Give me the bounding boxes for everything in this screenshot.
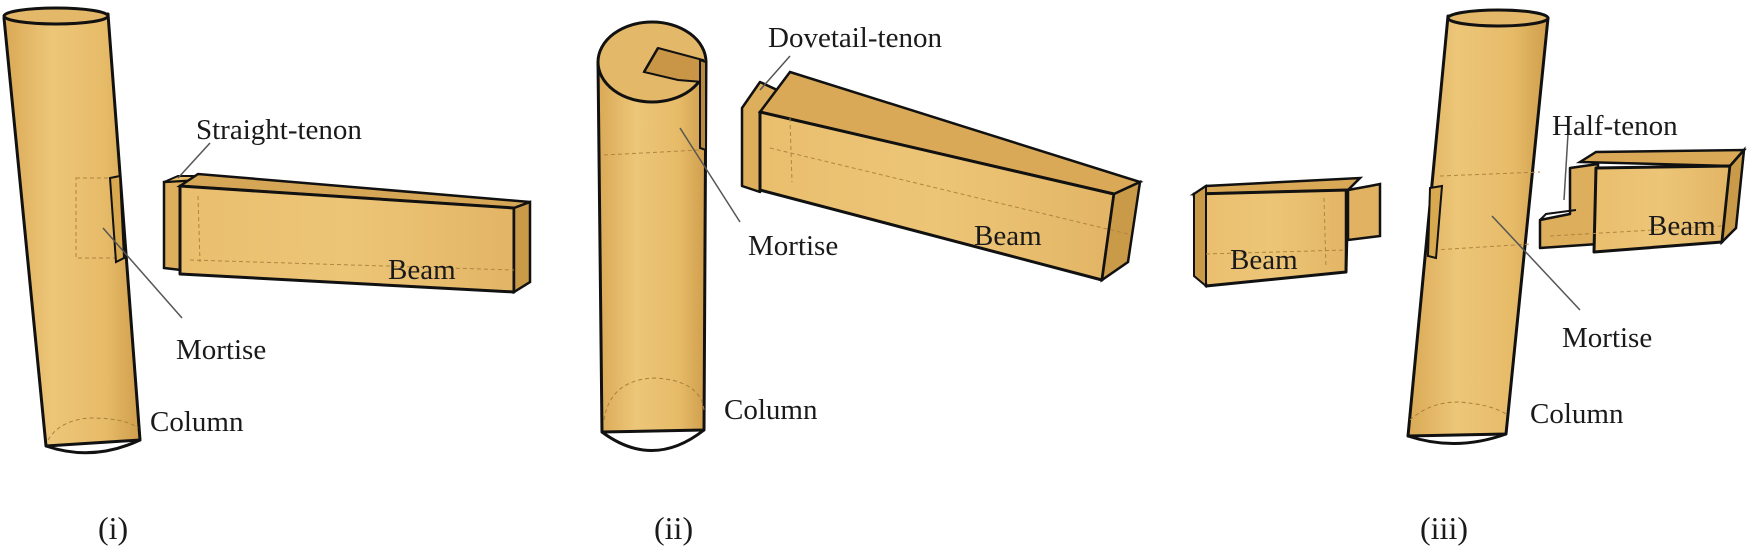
beam-label-3-right: Beam bbox=[1648, 210, 1716, 242]
panel-caption-1: (i) bbox=[98, 510, 129, 546]
column-3-shape bbox=[1406, 8, 1550, 446]
mortise-3-leader-line bbox=[1491, 215, 1581, 311]
beam-label-2: Beam bbox=[974, 220, 1042, 252]
mortise-label-3: Mortise bbox=[1562, 322, 1653, 354]
beam-3-left-shape bbox=[1189, 176, 1382, 289]
mortise-label-1: Mortise bbox=[176, 334, 267, 366]
beam-1-shape bbox=[162, 172, 532, 295]
panel-caption-3: (iii) bbox=[1420, 510, 1468, 546]
panel-3-drawing bbox=[1189, 8, 1747, 446]
column-label-2: Column bbox=[724, 394, 818, 426]
column-1-shape bbox=[2, 6, 142, 455]
mortise-2-leader-line bbox=[679, 127, 741, 223]
column-label-3: Column bbox=[1530, 398, 1624, 430]
beam-label-1: Beam bbox=[388, 254, 456, 286]
column-2-shape bbox=[596, 20, 708, 452]
panel-caption-2: (ii) bbox=[654, 510, 694, 546]
tenon-label-1: Straight-tenon bbox=[196, 114, 362, 146]
panel-1-drawing bbox=[2, 6, 532, 455]
beam-3-right-shape bbox=[1538, 146, 1747, 254]
tenon-3-leader-line bbox=[1563, 133, 1569, 201]
tenon-label-3: Half-tenon bbox=[1552, 110, 1678, 142]
column-label-1: Column bbox=[150, 406, 244, 438]
panel-2-drawing bbox=[596, 20, 1144, 452]
tenon-2-leader-line bbox=[759, 55, 791, 91]
beam-label-3-left: Beam bbox=[1230, 244, 1298, 276]
tenon-label-2: Dovetail-tenon bbox=[768, 22, 942, 54]
beam-2-shape bbox=[740, 70, 1144, 283]
mortise-label-2: Mortise bbox=[748, 230, 839, 262]
mortise-1-leader-line bbox=[102, 227, 183, 319]
tenon-1-leader-line bbox=[177, 142, 211, 179]
